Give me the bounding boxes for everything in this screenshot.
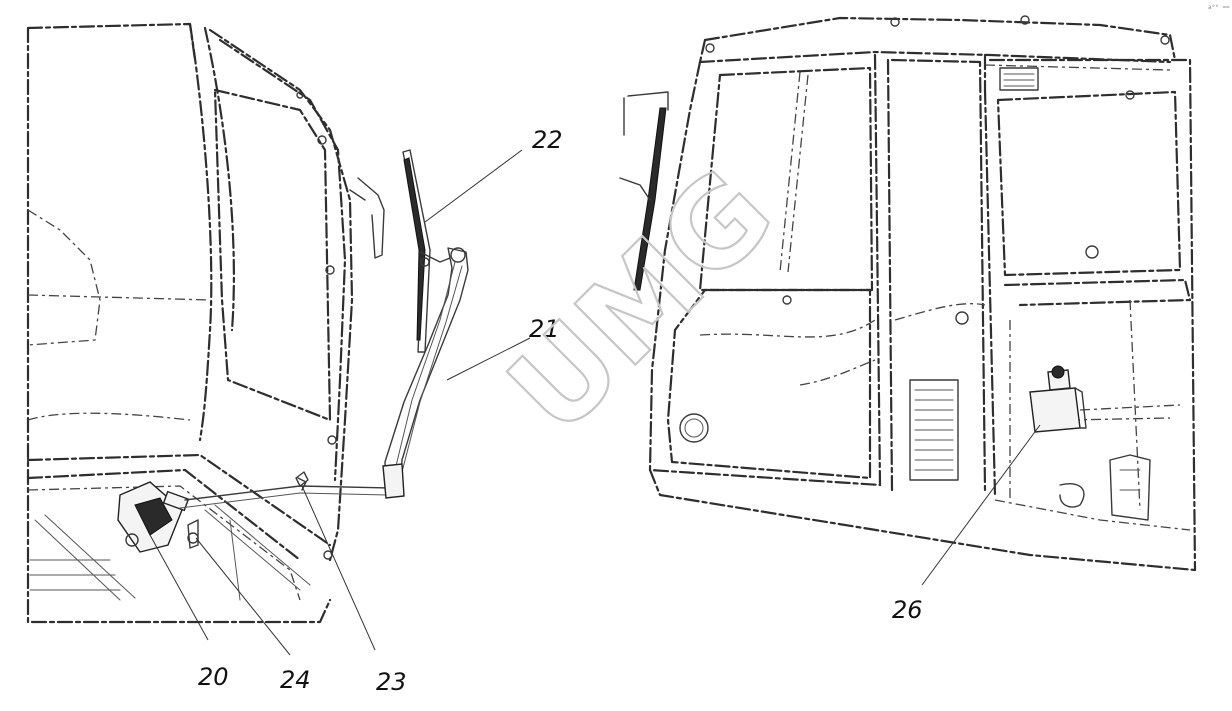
wiper-arm-and-blade bbox=[382, 149, 469, 499]
clip-part bbox=[295, 471, 309, 487]
callout-23: 23 bbox=[376, 668, 407, 696]
washer-tank bbox=[1029, 365, 1087, 433]
left-cab-view bbox=[26, 22, 385, 624]
right-cab-view bbox=[619, 15, 1197, 572]
leader-24 bbox=[195, 537, 291, 656]
bracket-part bbox=[187, 519, 199, 549]
callout-24: 24 bbox=[280, 666, 311, 694]
watermark: UMG bbox=[481, 142, 800, 461]
leader-26 bbox=[921, 424, 1041, 586]
callout-26: 26 bbox=[892, 596, 923, 624]
callout-20: 20 bbox=[198, 663, 229, 691]
leader-20 bbox=[149, 534, 209, 641]
leader-23 bbox=[301, 485, 376, 651]
leader-22 bbox=[424, 149, 523, 223]
callout-21: 21 bbox=[529, 315, 560, 343]
wiper-linkage bbox=[179, 477, 391, 509]
leader-lines bbox=[149, 149, 1041, 656]
wiper-motor bbox=[117, 481, 199, 553]
leader-21 bbox=[446, 337, 531, 381]
corner-mark: a⁰⁰ == bbox=[1208, 4, 1230, 11]
callout-22: 22 bbox=[532, 126, 563, 154]
watermark-text: UMG bbox=[482, 143, 799, 460]
